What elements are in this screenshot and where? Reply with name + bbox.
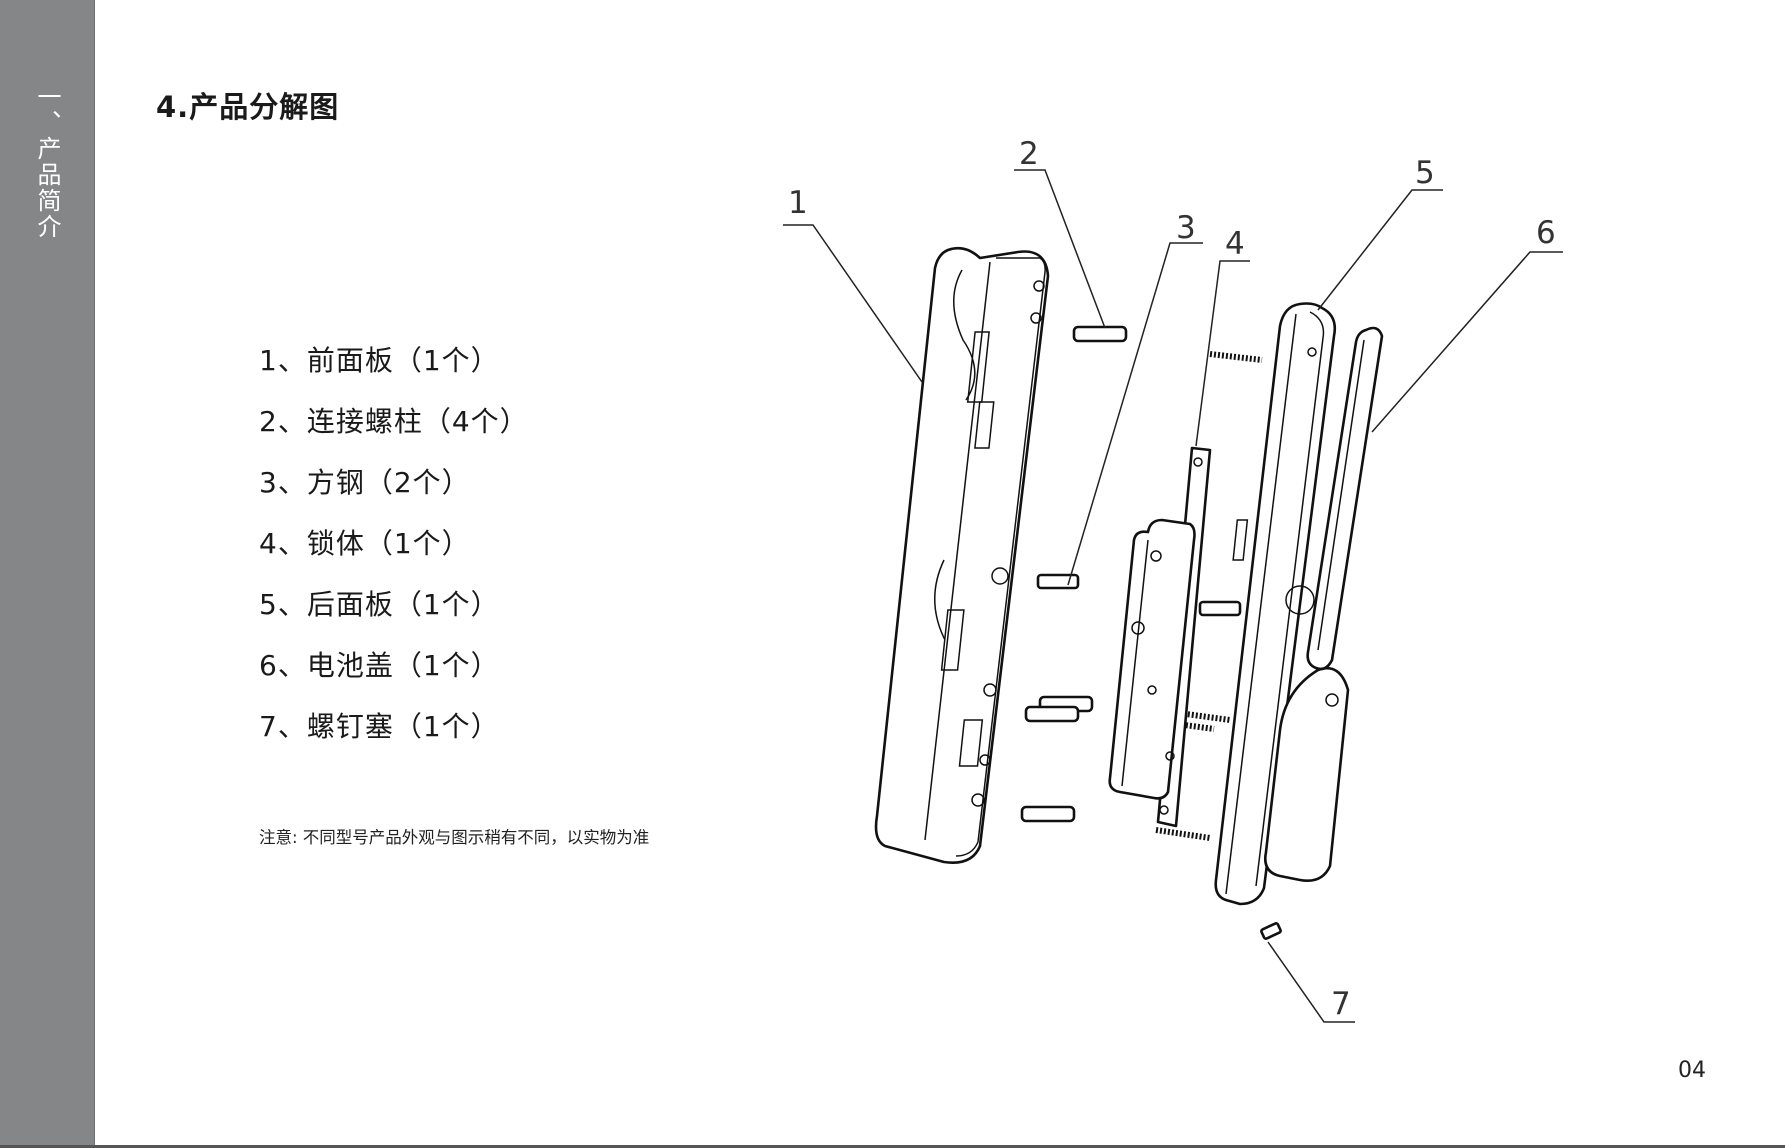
callout-1: 1 bbox=[788, 185, 808, 221]
callouts: 1 2 3 4 5 6 7 bbox=[788, 136, 1556, 1022]
leader-lines bbox=[783, 169, 1563, 1023]
section-label: 一、产品简介 bbox=[33, 84, 61, 240]
list-item: 1、前面板（1个） bbox=[259, 344, 500, 377]
list-item: 6、电池盖（1个） bbox=[259, 649, 500, 682]
page-number: 04 bbox=[1678, 1058, 1706, 1083]
callout-3: 3 bbox=[1176, 210, 1196, 246]
screw-plug-drawing bbox=[1260, 922, 1282, 940]
callout-7: 7 bbox=[1331, 986, 1351, 1022]
connecting-studs-drawing bbox=[1020, 325, 1128, 823]
callout-4: 4 bbox=[1225, 226, 1245, 262]
list-item: 7、螺钉塞（1个） bbox=[259, 710, 500, 743]
list-item: 4、锁体（1个） bbox=[259, 527, 471, 560]
square-steel-drawing bbox=[1036, 573, 1242, 617]
bottom-rule bbox=[0, 1145, 1785, 1148]
note-text: 注意: 不同型号产品外观与图示稍有不同，以实物为准 bbox=[259, 828, 650, 847]
parts-list: 1、前面板（1个） 2、连接螺柱（4个） 3、方钢（2个） 4、锁体（1个） 5… bbox=[259, 338, 529, 765]
rear-panel-drawing bbox=[1214, 302, 1350, 906]
callout-6: 6 bbox=[1536, 215, 1556, 251]
list-item: 3、方钢（2个） bbox=[259, 466, 471, 499]
list-item: 2、连接螺柱（4个） bbox=[259, 405, 529, 438]
screws-drawing bbox=[1155, 351, 1263, 841]
lock-body-drawing bbox=[1108, 446, 1212, 828]
front-panel-drawing bbox=[874, 246, 1050, 864]
battery-cover-drawing bbox=[1306, 326, 1384, 671]
callout-5: 5 bbox=[1415, 155, 1435, 191]
list-item: 5、后面板（1个） bbox=[259, 588, 500, 621]
callout-2: 2 bbox=[1019, 136, 1039, 172]
sidebar: 一、产品简介 bbox=[0, 0, 95, 1148]
page-title: 4.产品分解图 bbox=[156, 90, 340, 124]
